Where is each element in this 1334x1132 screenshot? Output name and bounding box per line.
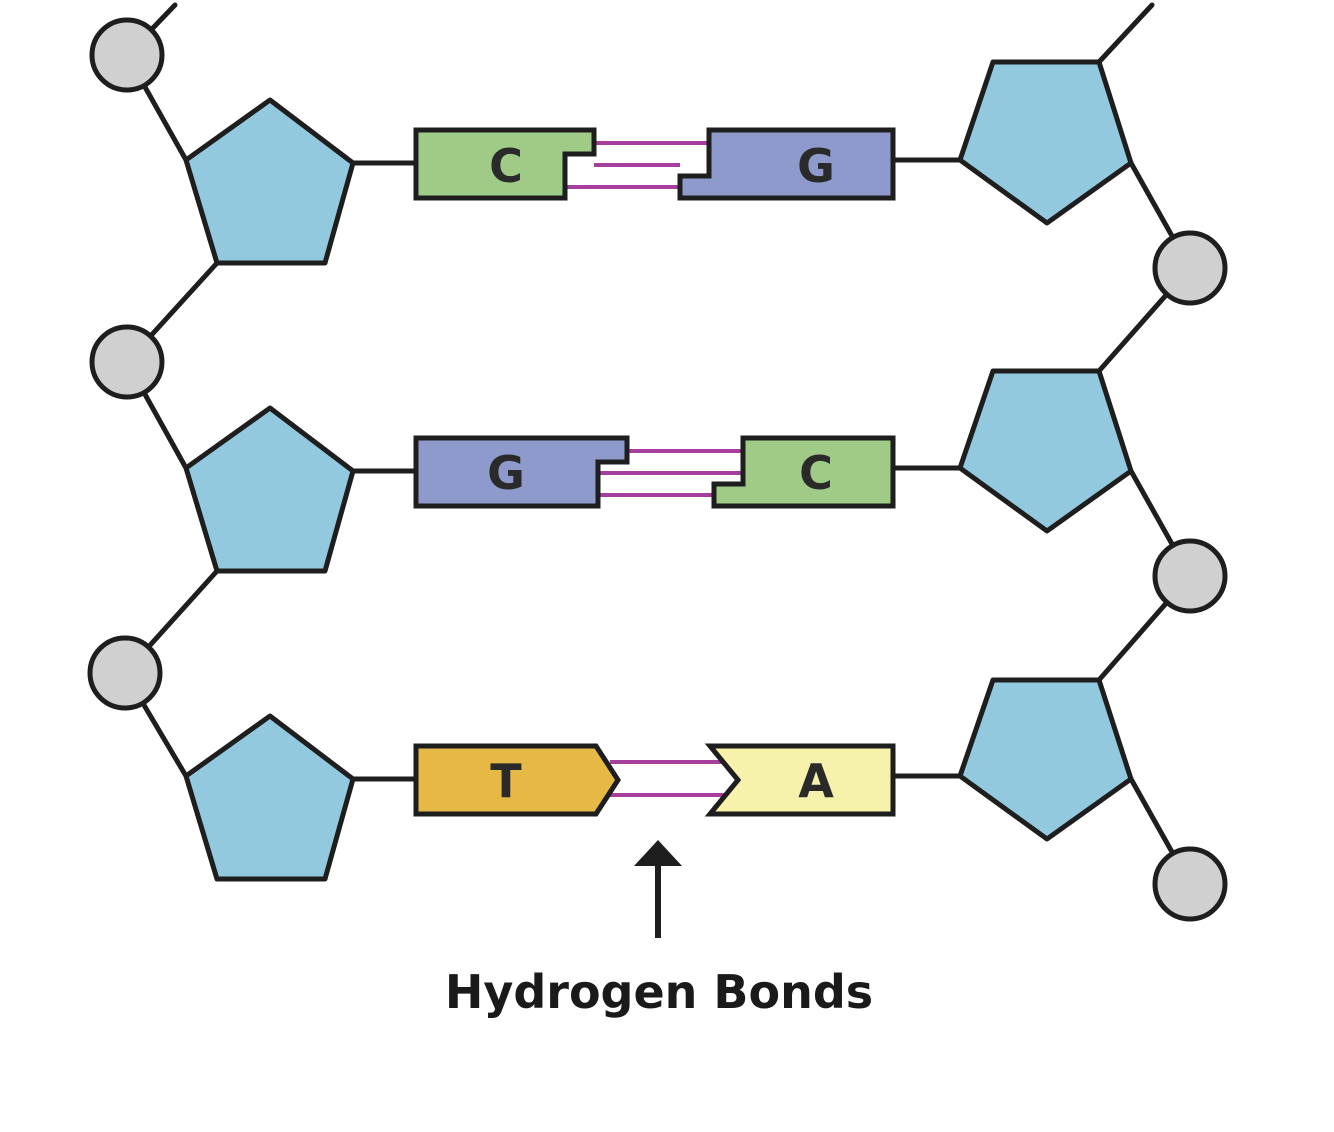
sugar-pentagon: [183, 405, 356, 574]
cytosine-base: [413, 127, 597, 201]
guanine-base: [677, 127, 896, 201]
sugar-pentagon: [183, 713, 356, 882]
guanine-base: [413, 435, 630, 509]
sugar-pentagon: [183, 97, 356, 266]
phosphate-circle: [87, 635, 163, 711]
base-label: A: [798, 754, 834, 808]
base-label: C: [489, 139, 523, 193]
hydrogen-bond-annotation: Hydrogen Bonds: [445, 840, 873, 1019]
adenine-base: [704, 743, 896, 817]
base-pair-2: G C: [413, 435, 896, 509]
cytosine-base: [711, 435, 896, 509]
bases: C G G C T A: [413, 127, 896, 817]
base-pair-1: C G: [413, 127, 896, 201]
phosphate-circle: [89, 324, 165, 400]
sugar-pentagon: [957, 677, 1134, 842]
sugar-pentagon: [957, 368, 1134, 534]
base-label: G: [797, 139, 835, 193]
sugar-groups: [183, 59, 1134, 882]
sugar-pentagon: [957, 59, 1134, 226]
phosphate-circle: [1152, 230, 1228, 306]
phosphate-circle: [1152, 538, 1228, 614]
hydrogen-bonds-label: Hydrogen Bonds: [445, 965, 873, 1019]
base-label: G: [487, 446, 525, 500]
phosphate-circle: [1152, 846, 1228, 922]
arrow-up-icon: [634, 840, 682, 866]
thymine-base: [413, 743, 621, 817]
base-label: T: [490, 754, 522, 808]
phosphate-groups: [87, 17, 1228, 922]
base-label: C: [799, 446, 833, 500]
backbone-link: [1096, 2, 1155, 65]
hydrogen-bonds: [565, 141, 743, 797]
base-pair-3: T A: [413, 743, 896, 817]
phosphate-circle: [89, 17, 165, 93]
